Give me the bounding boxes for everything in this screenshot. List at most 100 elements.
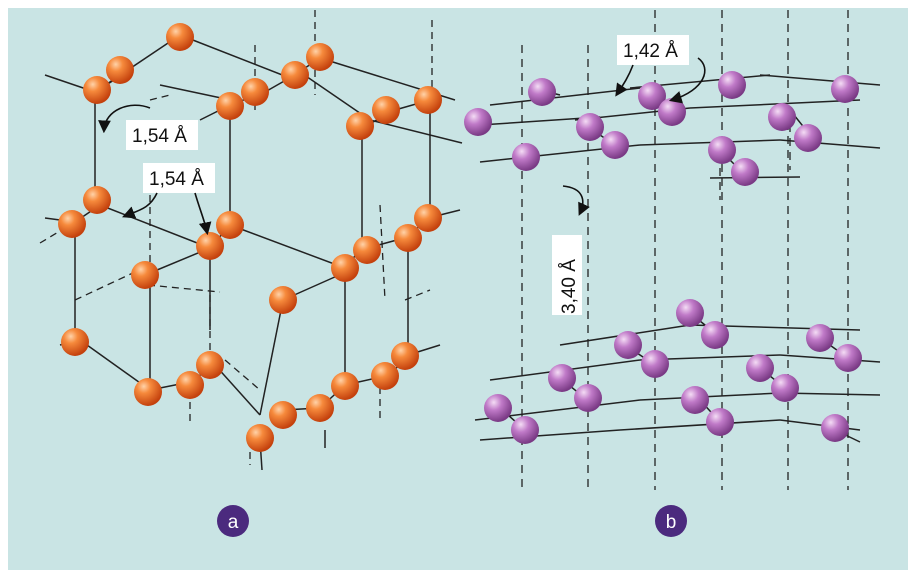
carbon-atom <box>106 56 134 84</box>
carbon-atom <box>641 350 669 378</box>
carbon-atom <box>331 254 359 282</box>
carbon-atom <box>216 92 244 120</box>
hidden-bond <box>39 221 76 244</box>
carbon-atom <box>281 61 309 89</box>
carbon-atom <box>601 131 629 159</box>
carbon-atom <box>394 224 422 252</box>
carbon-atom <box>718 71 746 99</box>
carbon-atom <box>331 372 359 400</box>
carbon-atom <box>306 394 334 422</box>
carbon-atom <box>246 424 274 452</box>
figure-background <box>8 8 908 570</box>
carbon-atom <box>216 211 244 239</box>
carbon-atom <box>306 43 334 71</box>
carbon-atom <box>484 394 512 422</box>
bond <box>619 419 781 431</box>
carbon-atom <box>794 124 822 152</box>
carbon-atom <box>768 103 796 131</box>
hidden-bond <box>379 204 386 301</box>
carbon-atom <box>681 386 709 414</box>
bond-label-2-arrow-left <box>122 192 158 219</box>
bond-length-arrow-right <box>668 57 706 104</box>
carbon-atom <box>196 351 224 379</box>
bond-label-2-arrow-right <box>194 192 212 236</box>
carbon-atom <box>269 401 297 429</box>
carbon-atom <box>176 371 204 399</box>
bond-length-label-box <box>617 35 689 65</box>
carbon-atom <box>821 414 849 442</box>
bond-label-1-box <box>126 120 198 150</box>
carbon-atom <box>346 112 374 140</box>
layer-spacing-label: 3,40 Å <box>559 259 580 314</box>
carbon-atom <box>701 321 729 349</box>
carbon-atom <box>414 86 442 114</box>
carbon-atom <box>638 82 666 110</box>
carbon-atom <box>414 204 442 232</box>
hidden-bond <box>404 289 431 301</box>
carbon-atom <box>391 342 419 370</box>
bond <box>639 392 781 401</box>
layer-spacing-label-box <box>552 235 582 315</box>
carbon-atom <box>512 143 540 171</box>
panel-a-badge <box>217 505 249 537</box>
carbon-atom <box>746 354 774 382</box>
bond <box>79 339 151 391</box>
graphite-atoms <box>464 71 862 444</box>
carbon-atom <box>548 364 576 392</box>
carbon-atom <box>241 78 269 106</box>
carbon-atom <box>771 374 799 402</box>
carbon-atom <box>353 236 381 264</box>
bond-label-1: 1,54 Å <box>132 126 187 147</box>
carbon-atom <box>528 78 556 106</box>
bond <box>214 364 261 416</box>
bond-label-2-box <box>143 163 215 193</box>
bond <box>489 87 641 106</box>
carbon-atom <box>806 324 834 352</box>
bond <box>259 299 284 416</box>
bond-label-2: 1,54 Å <box>149 169 204 190</box>
bond <box>299 71 371 121</box>
carbon-atom <box>831 75 859 103</box>
bond-length-label: 1,42 Å <box>623 41 678 62</box>
carbon-atom <box>134 378 162 406</box>
carbon-atom <box>658 98 686 126</box>
carbon-atom <box>731 158 759 186</box>
bond <box>779 354 881 363</box>
carbon-atom <box>371 362 399 390</box>
bond-length-arrow-left <box>615 64 634 97</box>
bond <box>759 74 881 86</box>
carbon-atom <box>196 232 224 260</box>
hidden-bond <box>147 284 221 293</box>
carbon-atom <box>269 286 297 314</box>
bond-label-1-arrow <box>98 104 151 134</box>
bond <box>639 139 781 146</box>
panel-a-letter: a <box>228 512 239 533</box>
carbon-atom <box>574 384 602 412</box>
bond <box>99 204 211 249</box>
carbon-atom <box>576 113 604 141</box>
carbon-atom <box>708 136 736 164</box>
hidden-bond <box>224 359 261 391</box>
graphite-structure: 1,42 Å 3,40 Å b <box>464 10 881 537</box>
carbon-atom <box>372 96 400 124</box>
panel-b-badge <box>655 505 687 537</box>
carbon-atom <box>131 261 159 289</box>
layer-spacing-arrow <box>562 185 590 216</box>
carbon-atom <box>61 328 89 356</box>
carbon-atom <box>706 408 734 436</box>
bond <box>179 34 291 79</box>
hidden-bond <box>149 94 171 101</box>
carbon-atom <box>614 331 642 359</box>
panel-b-letter: b <box>666 512 677 533</box>
carbon-atom <box>83 76 111 104</box>
bond <box>479 429 621 441</box>
carbon-atom <box>834 344 862 372</box>
bond <box>689 99 861 109</box>
diamond-structure: 1,54 Å 1,54 Å a <box>39 10 463 537</box>
carbon-atom <box>511 416 539 444</box>
diamond-atoms <box>58 23 442 452</box>
carbon-atom <box>676 299 704 327</box>
carbon-atom <box>83 186 111 214</box>
